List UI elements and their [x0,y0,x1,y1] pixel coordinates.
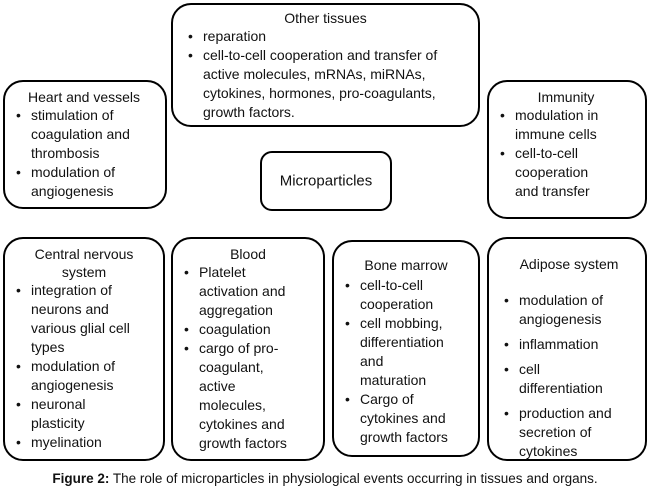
other-tissues-list: reparation cell-to-cell cooperation and … [183,27,468,122]
list-item: Cargo of cytokines and growth factors [340,390,472,447]
figure-caption-text: The role of microparticles in physiologi… [109,471,598,486]
list-item: inflammation [499,335,639,354]
adipose-title: Adipose system [519,256,619,272]
blood-box: Blood Platelet activation and aggregatio… [171,237,325,461]
list-item: cell mobbing, differentiation and matura… [340,314,472,390]
list-item: modulation of angiogenesis [11,163,157,201]
list-item: modulation of angiogenesis [499,291,639,329]
list-item: integration of neurons and various glial… [11,281,157,357]
microparticles-label: Microparticles [279,172,373,190]
list-item: cell-to-cell cooperation and transfer [495,144,637,201]
figure-caption-label: Figure 2: [52,471,110,486]
bone-marrow-box: Bone marrow cell-to-cell cooperation cel… [332,240,480,457]
heart-vessels-title: Heart and vessels [27,89,141,105]
immunity-title: Immunity [537,89,595,105]
list-item: modulation of angiogenesis [11,357,157,395]
cns-title: Central nervous system [34,246,134,280]
list-item: production and secretion of cytokines [499,404,639,461]
list-item: stimulation of coagulation and thrombosi… [11,106,157,163]
list-item: Platelet activation and aggregation [179,263,317,320]
list-item: neuronal plasticity [11,395,157,433]
adipose-box: Adipose system modulation of angiogenesi… [487,237,647,461]
figure-caption: Figure 2: The role of microparticles in … [0,471,650,486]
microparticles-node: Microparticles [260,151,392,211]
list-item: cell-to-cell cooperation [340,276,472,314]
blood-title: Blood [230,246,266,262]
list-item: coagulation [179,320,317,339]
list-item: cargo of pro- coagulant, active molecule… [179,339,317,453]
cns-list: integration of neurons and various glial… [11,281,157,452]
list-item: reparation [183,27,468,46]
heart-vessels-box: Heart and vessels stimulation of coagula… [3,80,167,209]
bone-marrow-list: cell-to-cell cooperation cell mobbing, d… [340,276,472,447]
adipose-list: modulation of angiogenesis inflammation … [499,291,639,461]
list-item: myelination [11,433,157,452]
cns-box: Central nervous system integration of ne… [3,237,165,461]
list-item: modulation in immune cells [495,106,637,144]
blood-list: Platelet activation and aggregation coag… [179,263,317,453]
other-tissues-box: Other tissues reparation cell-to-cell co… [171,3,480,127]
heart-vessels-list: stimulation of coagulation and thrombosi… [11,106,157,201]
list-item: cell differentiation [499,360,639,398]
immunity-box: Immunity modulation in immune cells cell… [487,80,647,219]
list-item: cell-to-cell cooperation and transfer of… [183,46,468,122]
immunity-list: modulation in immune cells cell-to-cell … [495,106,637,201]
other-tissues-title: Other tissues [284,10,367,26]
bone-marrow-title: Bone marrow [364,257,448,273]
